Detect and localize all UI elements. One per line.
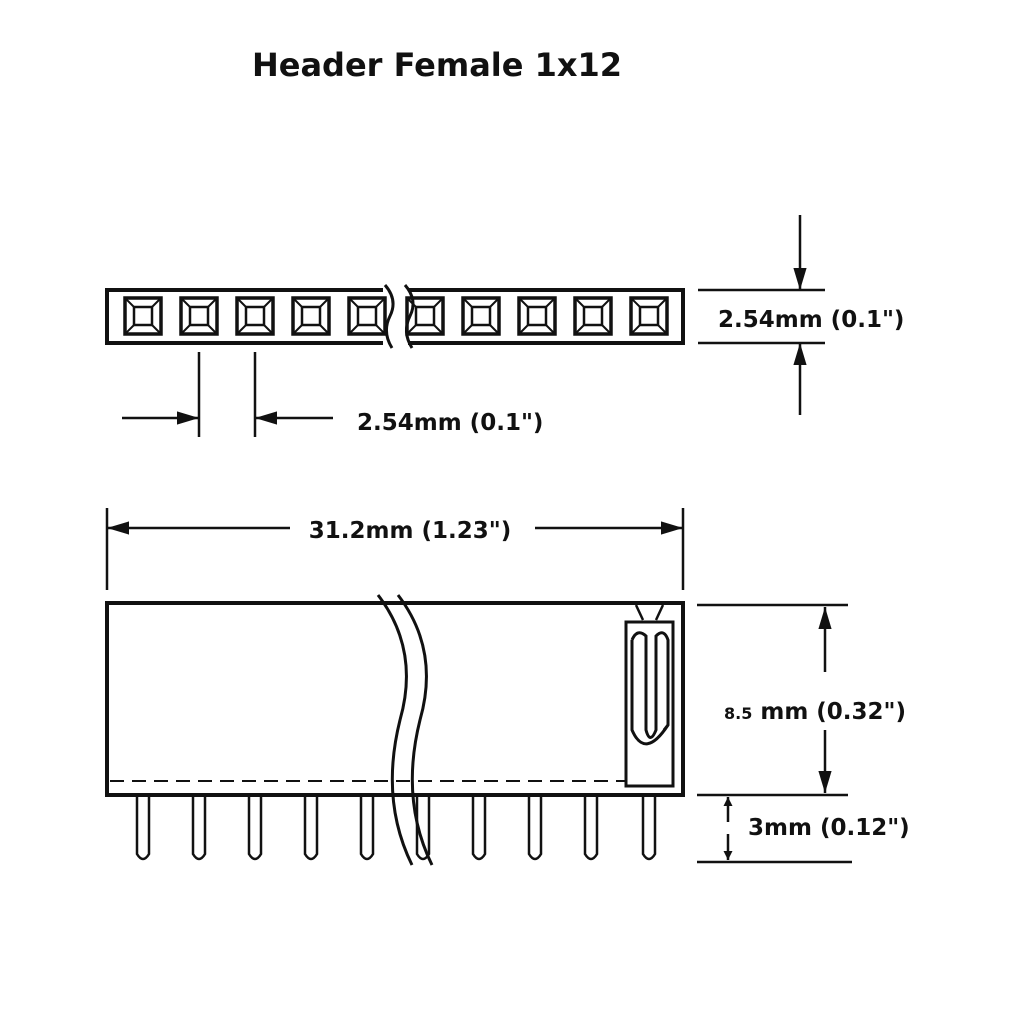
pin [135, 795, 151, 861]
socket-row [123, 296, 669, 336]
side-view [105, 594, 685, 866]
pin [303, 795, 319, 861]
body-height-unit: mm (0.32") [752, 699, 906, 725]
pin [359, 795, 375, 861]
pin [415, 795, 431, 861]
body-height-label: 8.5 mm (0.32") [724, 699, 906, 725]
socket-icon [347, 296, 387, 336]
socket-icon [629, 296, 669, 336]
body-height-number: 8.5 [724, 704, 752, 723]
pin [641, 795, 657, 861]
height-dimension-top [698, 215, 825, 415]
pitch-label: 2.54mm (0.1") [357, 410, 543, 436]
pin [247, 795, 263, 861]
length-label: 31.2mm (1.23") [309, 518, 511, 544]
socket-icon [291, 296, 331, 336]
socket-icon [517, 296, 557, 336]
length-dimension [105, 508, 685, 590]
pin-length-label: 3mm (0.12") [748, 815, 910, 841]
pin [191, 795, 207, 861]
socket-icon [179, 296, 219, 336]
pin-row [135, 795, 657, 861]
top-view [105, 284, 685, 349]
socket-icon [573, 296, 613, 336]
pitch-dimension [122, 352, 333, 437]
body-height-dimension [697, 603, 852, 864]
pin [471, 795, 487, 861]
socket-icon [461, 296, 501, 336]
socket-icon [405, 296, 445, 336]
socket-icon [235, 296, 275, 336]
height-top-label: 2.54mm (0.1") [718, 307, 904, 333]
socket-icon [123, 296, 163, 336]
pin [527, 795, 543, 861]
title: Header Female 1x12 [252, 46, 622, 84]
pin [583, 795, 599, 861]
